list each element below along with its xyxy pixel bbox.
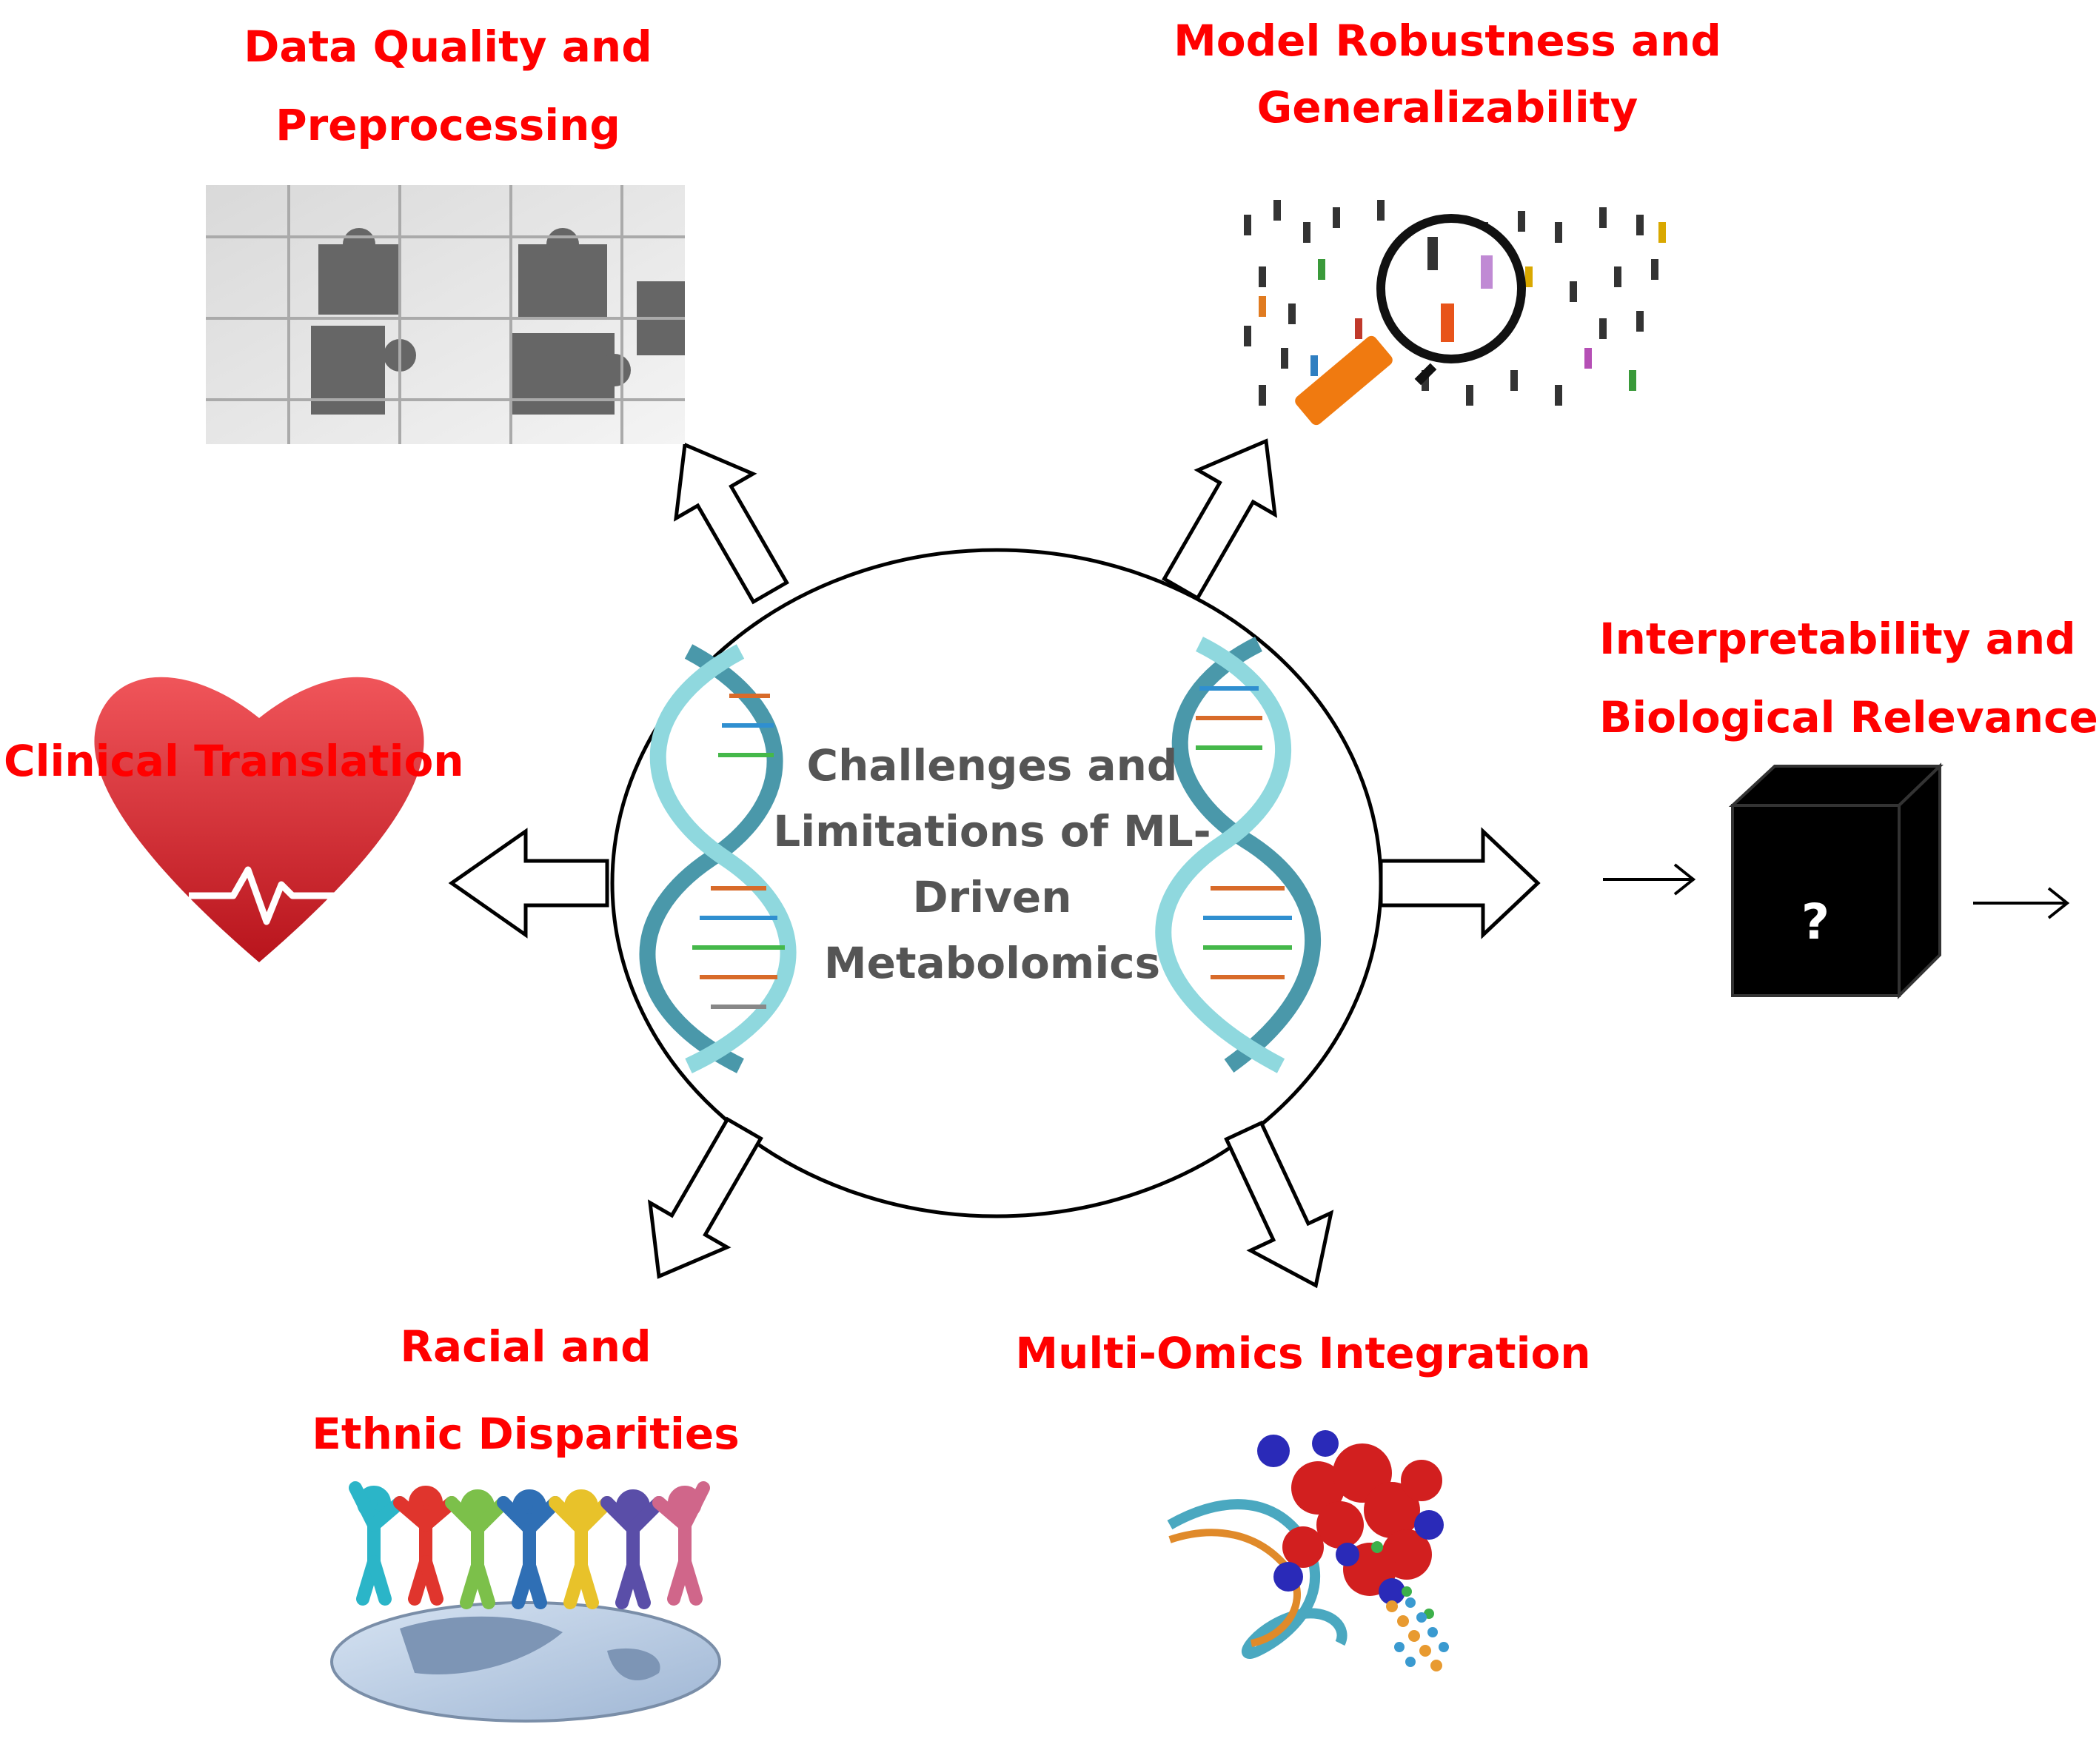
arrow-to-interpretability: [1379, 827, 1541, 939]
center-title-line-3: Driven: [912, 872, 1072, 922]
dna-helix-left-icon: [639, 644, 797, 1073]
label-model-robustness-line-1: Model Robustness and: [1174, 16, 1721, 66]
center-title-line-4: Metabolomics: [823, 938, 1161, 988]
heartbeat-icon: [94, 677, 424, 962]
label-data-quality-line-2: Preprocessing: [275, 100, 620, 150]
dna-protein-icon: [1167, 1430, 1449, 1671]
label-interpretability-line-1: Interpretability and: [1599, 614, 2076, 664]
label-racial-ethnic-line-1: Racial and: [400, 1321, 652, 1372]
label-model-robustness: Model Robustness and Generalizability: [1144, 7, 1751, 141]
label-data-quality-line-1: Data Quality and: [244, 21, 652, 72]
label-data-quality: Data Quality and Preprocessing: [170, 7, 726, 164]
magnifier-crowd-icon: [1244, 200, 1666, 426]
arrow-to-clinical-translation: [448, 828, 609, 939]
label-interpretability-line-2: Biological Relevance: [1599, 692, 2098, 742]
center-title: Challenges and Limitations of ML- Driven…: [763, 733, 1222, 996]
label-clinical-translation: Clinical Translation: [4, 722, 464, 800]
people-globe-icon: [330, 1481, 721, 1723]
center-title-line-1: Challenges and: [806, 740, 1178, 791]
arrow-to-data-quality: [673, 442, 789, 605]
label-clinical-translation-line-1: Clinical Translation: [4, 736, 464, 786]
label-multi-omics: Multi-Omics Integration: [996, 1314, 1610, 1392]
arrow-to-model-robustness: [1162, 438, 1278, 601]
label-model-robustness-line-2: Generalizability: [1256, 82, 1638, 133]
label-racial-ethnic-line-2: Ethnic Disparities: [312, 1409, 740, 1459]
arrow-to-multi-omics: [1224, 1120, 1334, 1289]
dna-helix-right-icon: [1155, 637, 1321, 1073]
black-box-symbol: ?: [1801, 893, 1829, 950]
black-box-icon: [1603, 762, 2070, 999]
center-title-line-2: Limitations of ML-: [773, 806, 1211, 856]
label-multi-omics-line-1: Multi-Omics Integration: [1015, 1328, 1591, 1378]
arrow-to-racial-ethnic: [647, 1116, 763, 1279]
label-racial-ethnic: Racial and Ethnic Disparities: [292, 1303, 759, 1478]
puzzle-icon: [206, 185, 685, 444]
label-interpretability: Interpretability and Biological Relevanc…: [1599, 600, 2098, 757]
